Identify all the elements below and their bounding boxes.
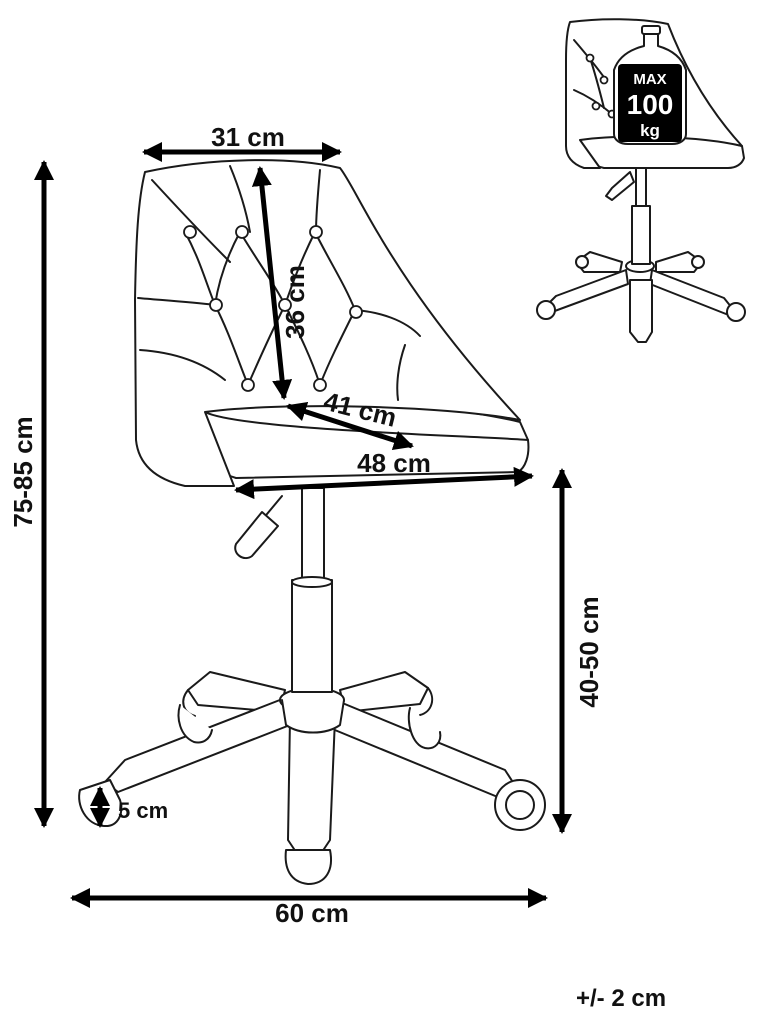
- chair-backrest: [134, 159, 521, 487]
- dimension-labels: 31 cm 36 cm 41 cm 48 cm 75-85 cm 40-50 c…: [8, 122, 666, 1012]
- chair-casters: [78, 704, 546, 885]
- backrest-height-label: 36 cm: [280, 265, 310, 339]
- chair-gas-cylinder: [291, 487, 333, 693]
- total-height-label: 75-85 cm: [8, 416, 38, 527]
- backrest-height-arrow: [251, 166, 293, 400]
- load-badge-unit: kg: [640, 121, 660, 140]
- seat-width-label: 48 cm: [357, 448, 431, 478]
- backrest-width-label: 31 cm: [211, 122, 285, 152]
- load-badge-value: 100: [627, 89, 674, 120]
- tolerance-label: +/- 2 cm: [576, 985, 666, 1012]
- seat-depth-arrow: [286, 402, 414, 450]
- base-width-label: 60 cm: [275, 898, 349, 928]
- dimension-lines: [34, 142, 572, 908]
- seat-width-arrow: [234, 466, 534, 500]
- load-capacity-illustration: MAX 100 kg: [536, 18, 746, 343]
- main-chair-illustration: [78, 159, 546, 885]
- chair-lever: [234, 495, 283, 560]
- chair-base: [104, 671, 519, 859]
- wheel-diameter-label: 5 cm: [118, 798, 168, 823]
- seat-height-label: 40-50 cm: [574, 596, 604, 707]
- load-badge-max: MAX: [633, 71, 666, 88]
- weight-icon: MAX 100 kg: [613, 25, 687, 145]
